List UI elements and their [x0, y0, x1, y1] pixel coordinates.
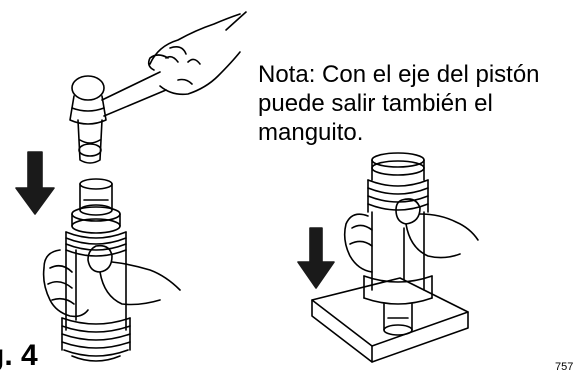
figure-label: g. 4 — [0, 339, 38, 372]
down-arrow-icon — [297, 227, 335, 289]
piston-sleeve-icon — [61, 178, 131, 362]
hand-icon — [343, 198, 479, 273]
instruction-note: Nota: Con el eje del pistón puede salir … — [258, 60, 578, 147]
note-line-2: puede salir también el — [258, 90, 493, 117]
note-line-3: manguito. — [258, 119, 364, 146]
hammer-icon — [69, 71, 167, 164]
hand-icon — [147, 11, 247, 96]
down-arrow-icon — [15, 151, 55, 215]
block-icon — [311, 277, 469, 363]
piston-sleeve-icon — [363, 152, 433, 336]
note-line-1: Nota: Con el eje del pistón — [258, 61, 540, 88]
figure-code: 757 — [555, 361, 574, 373]
hand-icon — [42, 244, 181, 318]
